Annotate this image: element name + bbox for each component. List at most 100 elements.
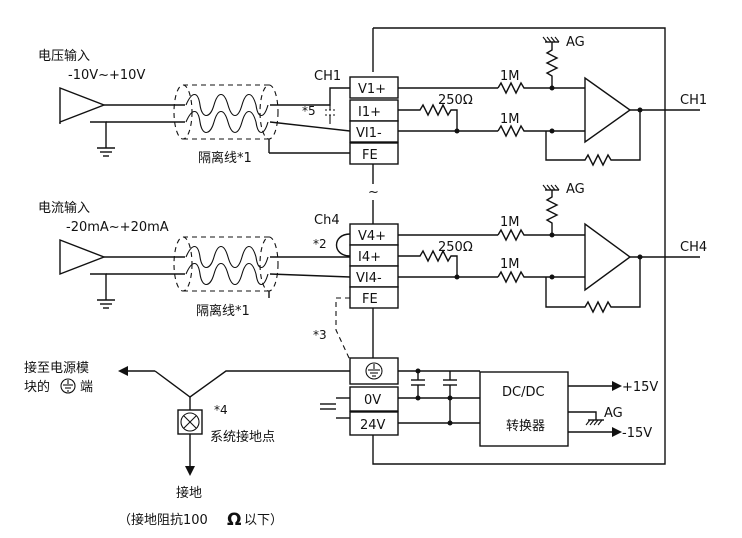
ag-resistor-ch1 — [545, 42, 559, 88]
wire-ch1-signal-plus — [270, 87, 350, 106]
supply-minus15v-label: -15V — [622, 426, 652, 441]
wire-vsrc-bottom — [59, 121, 107, 148]
input-resistor-ch1-bottom — [497, 124, 585, 138]
supply-plus15v-label: +15V — [622, 380, 658, 395]
junction-ch4-vi — [454, 274, 460, 280]
note5-label: *5 — [302, 104, 316, 118]
terminal-0v-label: 0V — [364, 393, 381, 408]
junction-cap1-bottom — [415, 395, 421, 401]
shielded-cable-label-ch4: 隔离线*1 — [196, 303, 250, 319]
minus15v-arrow — [568, 427, 622, 437]
shunt-resistor-ch1 — [398, 103, 458, 131]
junction-ch4-fb — [549, 274, 555, 280]
op-amp-ch4 — [584, 222, 632, 292]
input-resistor-ch1-bottom-label: 1M — [500, 112, 520, 127]
junction-cap2-mid — [447, 395, 453, 401]
jumper-note2 — [335, 233, 351, 257]
system-ground-point-icon — [177, 409, 203, 435]
ground-resistance-note-b: 以下） — [244, 513, 283, 528]
signal-ground-ch1 — [97, 147, 115, 157]
power-module-text-line2a: 块的 — [24, 379, 50, 395]
module-enclosure — [372, 27, 666, 465]
ag-ground-ch1 — [542, 36, 560, 43]
current-input-title: 电流输入 — [38, 200, 90, 216]
ag-label-ch1: AG — [566, 35, 585, 50]
output-ch1-label: CH1 — [680, 93, 707, 108]
voltage-source-symbol — [59, 86, 106, 124]
op-amp-ch1 — [584, 76, 632, 144]
junction-cap1-top — [415, 368, 421, 374]
ground-resistance-note-omega: Ω — [227, 510, 241, 530]
junction-out-ch1 — [637, 107, 643, 113]
ch1-channel-label: CH1 — [314, 69, 341, 84]
wire-ch1-signal-minus — [269, 121, 351, 132]
power-module-text-line2b: 端 — [80, 380, 93, 395]
ground-terminal-icon — [365, 362, 383, 380]
shunt-resistor-ch4-label: 250Ω — [438, 240, 473, 255]
terminal-i1-plus-label: I1+ — [358, 105, 381, 120]
voltage-input-range: -10V~+10V — [68, 68, 145, 83]
ag-resistor-ch4 — [545, 190, 559, 235]
terminal-fe-ch4-label: FE — [362, 292, 378, 307]
dc-dc-converter — [479, 371, 569, 447]
ag-label-ch4: AG — [566, 182, 585, 197]
ground-resistance-note-a: （接地阻抗100 — [118, 512, 208, 528]
ag-label-supply: AG — [604, 406, 623, 421]
feedback-ch1 — [545, 110, 641, 167]
terminal-24v-label: 24V — [360, 418, 386, 433]
ag-ground-supply — [568, 411, 604, 426]
current-input-range: -20mA~+20mA — [66, 220, 169, 235]
filter-capacitor-1 — [411, 371, 425, 398]
input-resistor-ch1-top-label: 1M — [500, 69, 520, 84]
input-resistor-ch4-bottom-label: 1M — [500, 257, 520, 272]
voltage-input-title: 电压输入 — [38, 48, 90, 64]
output-ch4-label: CH4 — [680, 240, 707, 255]
wire-note3-dashed — [335, 297, 351, 361]
shunt-resistor-ch4 — [398, 249, 458, 277]
wire-ground-split — [154, 370, 350, 398]
dc-dc-converter-line1: DC/DC — [502, 385, 545, 400]
note2-label: *2 — [313, 237, 327, 251]
note4-label: *4 — [214, 403, 228, 417]
dc-dc-converter-line2: 转换器 — [506, 419, 545, 434]
earth-arrow — [185, 434, 195, 476]
current-source-symbol — [59, 238, 106, 276]
junction-cap2-bottom — [447, 420, 453, 426]
ground-symbol-inline-icon — [60, 378, 76, 394]
shielded-cable-ch4 — [173, 236, 279, 298]
junction-out-ch4 — [637, 254, 643, 260]
wire-ch4-signal-minus — [269, 273, 351, 278]
channel-ellipsis: ~ — [368, 185, 379, 200]
junction-ch1-vi — [454, 128, 460, 134]
feedback-ch4 — [545, 257, 641, 314]
input-resistor-ch4-top-label: 1M — [500, 215, 520, 230]
power-module-text-line1: 接至电源模 — [24, 360, 89, 376]
terminal-0v — [349, 386, 399, 412]
note3-label: *3 — [313, 328, 327, 342]
shunt-resistor-ch1-label: 250Ω — [438, 93, 473, 108]
terminal-fe-ch1-label: FE — [362, 148, 378, 163]
shielded-cable-label-ch1: 隔离线*1 — [198, 150, 252, 166]
terminal-v4-plus-label: V4+ — [358, 229, 386, 244]
shielded-cable-ch1 — [173, 84, 279, 153]
plus15v-arrow — [568, 381, 622, 391]
ag-ground-ch4 — [542, 184, 560, 191]
signal-ground-ch4 — [97, 299, 115, 309]
terminal-i4-plus-label: I4+ — [358, 250, 381, 265]
wire-isrc-bottom — [90, 273, 107, 300]
terminal-vi1-minus-label: VI1- — [356, 126, 382, 141]
capacitor-note5 — [325, 105, 335, 124]
system-ground-point-label: 系统接地点 — [210, 429, 275, 445]
input-resistor-ch4-top — [497, 228, 585, 242]
input-resistor-ch1-top — [497, 81, 585, 95]
junction-ch1-fb — [549, 128, 555, 134]
terminal-vi4-minus-label: VI4- — [356, 271, 382, 286]
terminal-ground — [349, 357, 399, 385]
ch4-channel-label: Ch4 — [314, 213, 340, 228]
arrow-to-power-module — [118, 366, 155, 376]
earth-label: 接地 — [176, 485, 202, 501]
filter-capacitor-2 — [443, 371, 457, 423]
capacitor-0v-external — [320, 397, 350, 419]
input-resistor-ch4-bottom — [497, 270, 585, 284]
